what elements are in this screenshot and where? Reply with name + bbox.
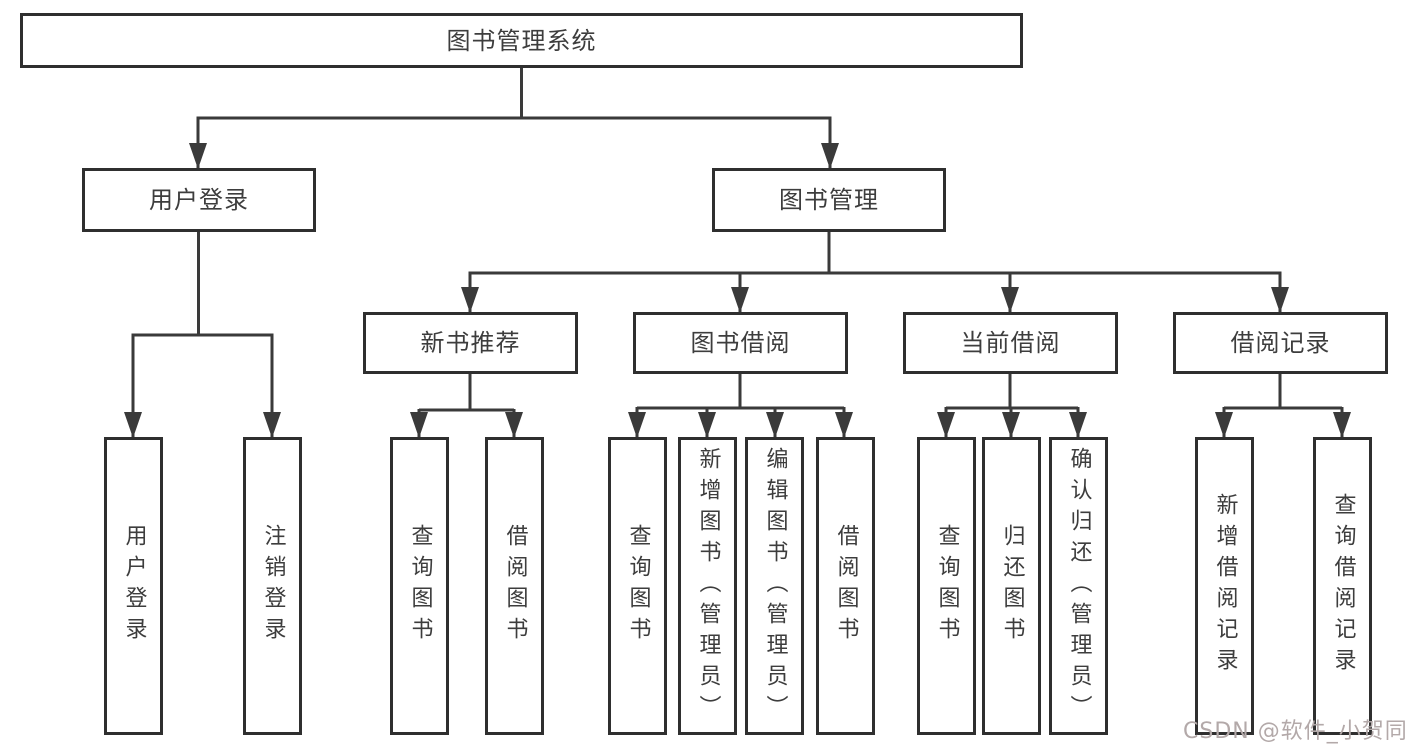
leaf-add-book-admin: 新增图书（管理员） — [678, 437, 737, 735]
leaf-add-borrow-record: 新增借阅记录 — [1195, 437, 1254, 735]
leaf-query-books-1: 查询图书 — [390, 437, 449, 735]
leaf-borrow-books-2: 借阅图书 — [816, 437, 875, 735]
leaf-confirm-return-admin: 确认归还（管理员） — [1049, 437, 1108, 735]
watermark-text: CSDN @软件_小贺同学 — [1183, 719, 1405, 744]
leaf-query-borrow-record: 查询借阅记录 — [1313, 437, 1372, 735]
node-root-system: 图书管理系统 — [20, 13, 1023, 68]
leaf-return-book: 归还图书 — [982, 437, 1041, 735]
node-book-management: 图书管理 — [712, 168, 946, 232]
node-new-book-recommend: 新书推荐 — [363, 312, 578, 374]
leaf-logout: 注销登录 — [243, 437, 302, 735]
leaf-edit-book-admin: 编辑图书（管理员） — [745, 437, 804, 735]
node-book-borrow: 图书借阅 — [633, 312, 848, 374]
node-current-borrow: 当前借阅 — [903, 312, 1118, 374]
leaf-borrow-books-1: 借阅图书 — [485, 437, 544, 735]
node-borrow-records: 借阅记录 — [1173, 312, 1388, 374]
leaf-query-books-2: 查询图书 — [608, 437, 667, 735]
leaf-query-books-3: 查询图书 — [917, 437, 976, 735]
node-user-login: 用户登录 — [82, 168, 316, 232]
leaf-user-login: 用户登录 — [104, 437, 163, 735]
connector-group — [124, 66, 1351, 438]
